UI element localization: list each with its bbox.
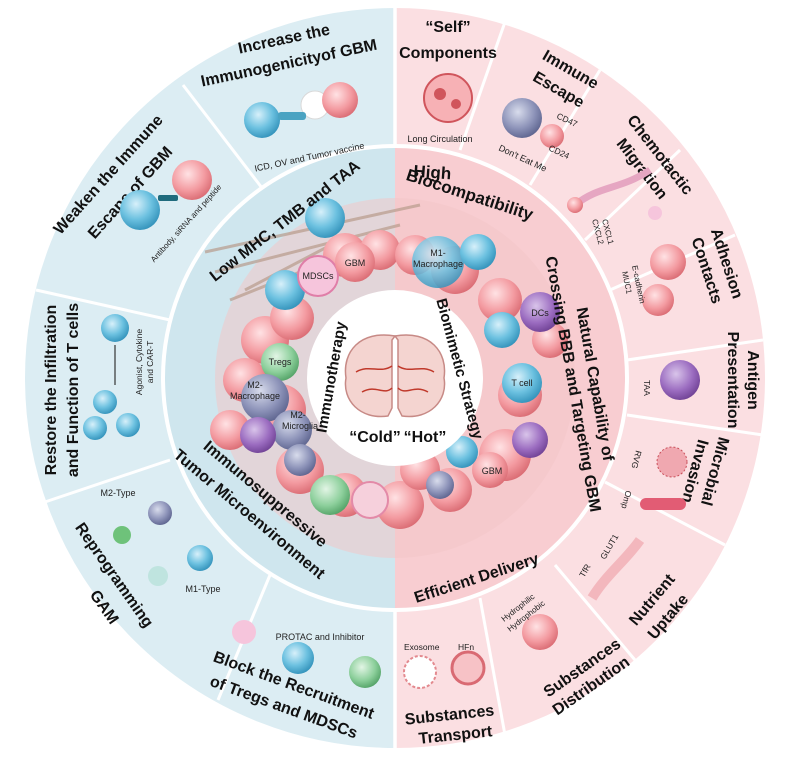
grey-cell (284, 444, 316, 476)
antigen-title-2: Presentation (724, 332, 741, 429)
blue-cell (446, 436, 478, 468)
tregs-label: Tregs (269, 357, 292, 367)
dcs-cell (520, 292, 560, 332)
mdscs-label: MDSCs (303, 271, 334, 281)
m2-microglia-label-2: Microglia (282, 421, 318, 431)
green-cell (310, 475, 350, 515)
gbm-cell-left (335, 242, 375, 282)
blue-cell (305, 198, 345, 238)
brain-icon (344, 334, 446, 418)
mdscs-cell (297, 255, 339, 297)
m2-macrophage-label-2: Macrophage (230, 391, 280, 401)
cold-label: “Cold” (349, 429, 401, 446)
self-title-2: Components (399, 45, 497, 62)
block-note: PROTAC and Inhibitor (276, 632, 365, 642)
center-hub: Immunotherapy Biomimetic Strategy “Cold”… (307, 290, 486, 466)
exosome-label: Exosome (404, 642, 440, 652)
purple-cell (240, 417, 276, 453)
restore-note-2: and CAR-T (145, 341, 155, 384)
segment-self-components: “Self” Components Long Circulation (399, 19, 497, 144)
m2-type-label: M2-Type (100, 488, 135, 498)
blue-cell (484, 312, 520, 348)
cell-labels: MDSCs GBM Tregs M2- Macrophage M2- Micro… (230, 248, 549, 476)
purple-cell (512, 422, 548, 458)
hfn-label: HFn (458, 642, 474, 652)
t-cell-label: T cell (511, 378, 532, 388)
omp-label: Omp (619, 489, 633, 510)
m1-type-label: M1-Type (185, 584, 220, 594)
gbm-left-label: GBM (345, 258, 366, 268)
restore-title-2: and Function of T cells (65, 303, 82, 477)
tregs-cell (261, 343, 299, 381)
blue-cell (460, 234, 496, 270)
rvg-label: RVG (629, 449, 643, 469)
segment-microbial-invasion: Microbial Invasion RVG Omp (619, 435, 731, 510)
m2-macrophage-label-1: M2- (247, 380, 263, 390)
segment-restore-t-cells: Restore the Infiltration and Function of… (43, 303, 155, 477)
m1-macrophage-label-1: M1- (430, 248, 446, 258)
self-title-1: “Self” (425, 19, 470, 36)
pink-cell (351, 481, 389, 519)
gbm-right-label: GBM (482, 466, 503, 476)
restore-note-1: Agonist, Cytokine (134, 329, 144, 395)
m2-macrophage-cell (241, 374, 289, 422)
segment-antigen-presentation: Antigen Presentation TAA (642, 332, 761, 429)
dcs-label: DCs (531, 308, 549, 318)
blue-cell (265, 270, 305, 310)
m1-macrophage-label-2: Macrophage (413, 259, 463, 269)
m2-microglia-label-1: M2- (290, 410, 306, 420)
self-note: Long Circulation (407, 134, 472, 144)
t-cell (502, 363, 542, 403)
gbm-cell-right (472, 452, 508, 488)
m1-macrophage-cell (412, 236, 464, 288)
segment-substances-transport: Substances Transport Exosome HFn (403, 642, 495, 748)
taa-label: TAA (642, 380, 652, 396)
high-label: High (413, 162, 452, 184)
grey-cell (426, 471, 454, 499)
m2-microglia-cell (272, 410, 312, 450)
restore-title-1: Restore the Infiltration (43, 305, 60, 476)
hot-label: “Hot” (404, 429, 447, 446)
antigen-title-1: Antigen (744, 350, 761, 410)
